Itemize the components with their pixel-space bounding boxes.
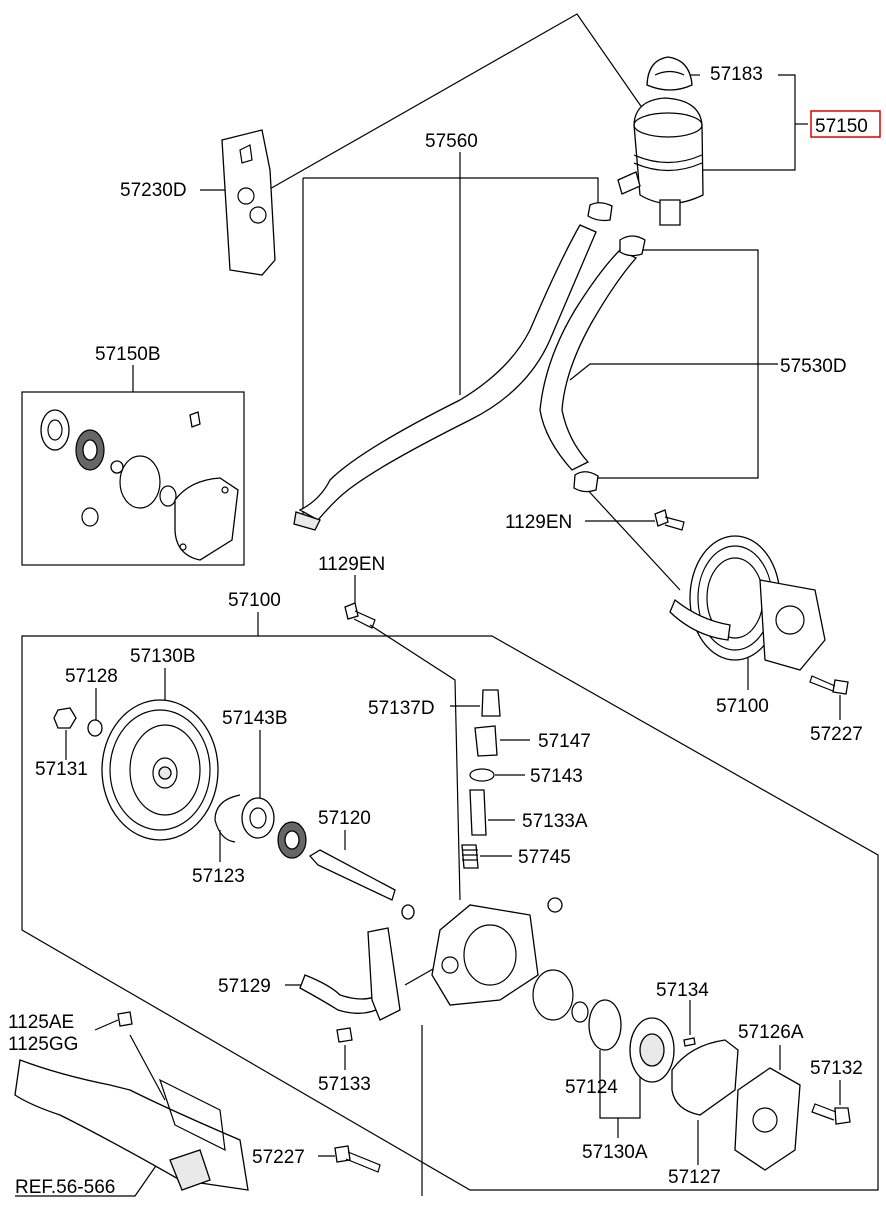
label-57100-assembly: 57100 <box>716 696 769 717</box>
cover-57126A <box>734 1067 801 1171</box>
reservoir-57150 <box>617 97 704 226</box>
fitting-57137D <box>481 689 501 717</box>
part-labels: 57183 57150 57560 57230D 57530D 57150B 1… <box>8 64 881 1198</box>
label-57129: 57129 <box>218 976 271 997</box>
gasket-57127 <box>671 1039 739 1116</box>
bolt-1125AE <box>117 1011 133 1027</box>
bolt-57133 <box>336 1027 353 1043</box>
label-57560: 57560 <box>425 131 478 152</box>
connector-57147 <box>474 725 498 757</box>
seal-57120 <box>277 821 307 859</box>
reservoir-cap-57183 <box>646 56 693 91</box>
label-57183: 57183 <box>710 64 763 85</box>
o-ring-57143 <box>469 768 495 782</box>
side-plate-57124 <box>588 999 622 1051</box>
label-57147: 57147 <box>538 731 591 752</box>
spring-57745 <box>461 844 479 869</box>
label-ref-56-566: REF.56-566 <box>15 1177 115 1198</box>
label-1125AE: 1125AE <box>8 1012 74 1033</box>
label-1125GG: 1125GG <box>8 1034 78 1055</box>
label-1129EN-lower: 1129EN <box>318 554 385 575</box>
shaft-57120 <box>308 849 415 920</box>
label-57126A: 57126A <box>738 1022 804 1043</box>
seal-kit-57150B <box>40 409 239 561</box>
label-57128: 57128 <box>65 666 118 687</box>
snap-ring-57123 <box>214 794 241 843</box>
pump-body <box>431 897 563 1006</box>
bolt-57227-right <box>809 675 849 695</box>
label-57131: 57131 <box>35 759 88 780</box>
label-57230D: 57230D <box>120 180 187 201</box>
label-57100-frame: 57100 <box>228 590 281 611</box>
washer-57128 <box>87 719 103 737</box>
bolt-1129EN-lower <box>344 602 376 629</box>
bolt-1129EN-top <box>654 509 685 531</box>
label-57530D: 57530D <box>780 356 847 377</box>
label-57227-lower: 57227 <box>252 1147 305 1168</box>
nut-57131 <box>53 707 77 729</box>
subframe-ref <box>14 1059 249 1191</box>
label-57130A: 57130A <box>582 1142 648 1163</box>
label-57745: 57745 <box>518 847 571 868</box>
pin-57134 <box>683 1037 696 1047</box>
label-57150: 57150 <box>815 116 868 137</box>
label-57127: 57127 <box>668 1167 721 1188</box>
label-57124: 57124 <box>565 1077 618 1098</box>
label-57134: 57134 <box>656 980 709 1001</box>
hose-57530D <box>539 235 646 493</box>
label-57130B: 57130B <box>130 646 196 667</box>
label-57120: 57120 <box>318 808 371 829</box>
leader-lines <box>15 13 879 1197</box>
label-57133: 57133 <box>318 1074 371 1095</box>
hose-57560 <box>293 202 613 531</box>
bearing-57143B <box>241 797 275 839</box>
label-57132: 57132 <box>810 1058 863 1079</box>
highlight-box-57150 <box>810 110 881 138</box>
valve-57133A <box>469 789 487 836</box>
rotor-57130A <box>629 1017 675 1083</box>
pump-assembly-57100 <box>669 535 826 671</box>
label-57143B: 57143B <box>222 708 288 729</box>
label-57123: 57123 <box>192 866 245 887</box>
label-57227-right: 57227 <box>810 724 863 745</box>
label-57137D: 57137D <box>368 698 435 719</box>
pipe-57129 <box>299 927 401 1021</box>
bolt-57132 <box>811 1103 851 1125</box>
bracket-57230D <box>221 129 276 276</box>
pulley-57130B <box>101 699 219 841</box>
bolt-57227-lower <box>334 1145 381 1173</box>
o-ring-large <box>532 969 589 1023</box>
label-57143: 57143 <box>530 766 583 787</box>
label-1129EN-top: 1129EN <box>505 512 572 533</box>
label-57150B: 57150B <box>95 344 161 365</box>
label-57133A: 57133A <box>522 811 588 832</box>
